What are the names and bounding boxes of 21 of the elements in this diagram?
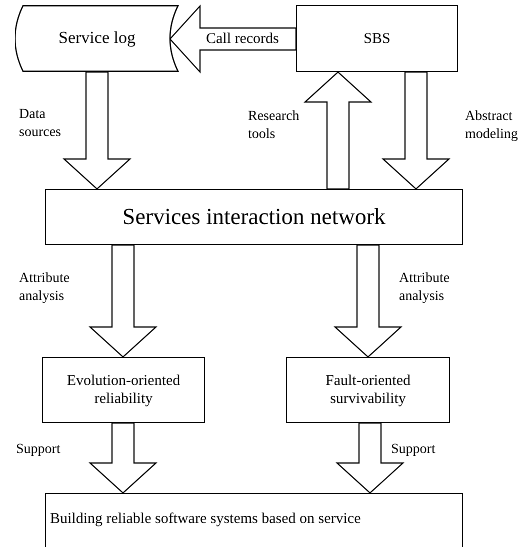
block-arrow (335, 422, 405, 494)
node-label: SBS (364, 30, 390, 48)
process-box (296, 5, 458, 72)
data-store-shape (15, 5, 179, 72)
block-arrow (303, 71, 373, 190)
node-label: Building reliable software systems based on service (50, 510, 361, 528)
node-label: Fault-oriented survivability (324, 372, 412, 408)
node-label: Services interaction network (122, 203, 386, 231)
process-box (45, 493, 463, 547)
node-label: Evolution-oriented reliability (66, 372, 182, 408)
block-arrow (333, 244, 403, 358)
block-arrow (88, 422, 158, 494)
block-arrow (62, 71, 132, 190)
node-label: Service log (58, 28, 136, 49)
process-box (42, 357, 205, 423)
block-arrow (381, 71, 451, 190)
edge-label: Call records (205, 30, 280, 49)
process-box (45, 189, 463, 245)
block-arrow (169, 4, 297, 74)
process-box (286, 357, 450, 423)
block-arrow (88, 244, 158, 358)
